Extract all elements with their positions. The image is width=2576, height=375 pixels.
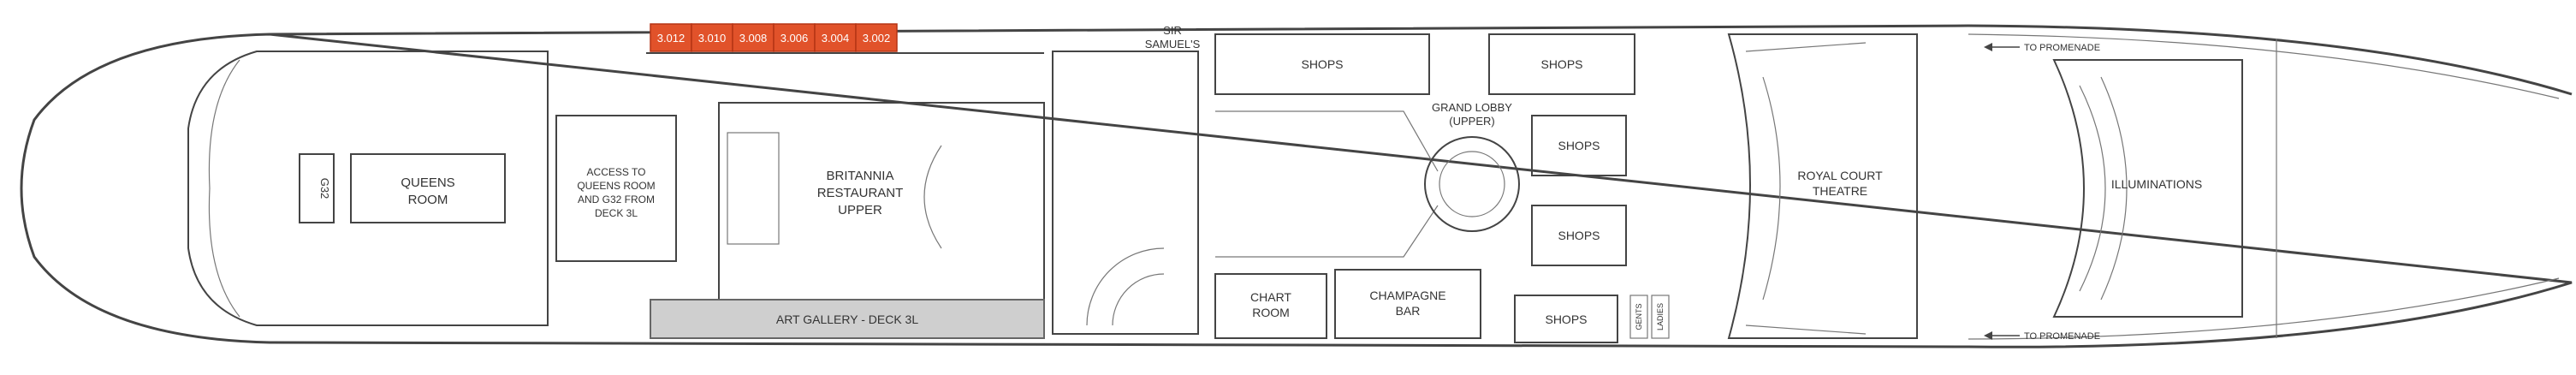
champagne-bar [1334, 269, 1481, 339]
chart-room-label-1: CHART [1250, 290, 1291, 304]
grand-lobby-inner [1439, 151, 1505, 217]
cabin-number-label: 3.012 [657, 32, 686, 45]
ladies-room [1651, 295, 1670, 339]
champagne-bar-label-1: CHAMPAGNE [1369, 289, 1445, 302]
cabin-3.012[interactable] [650, 23, 692, 52]
shops-5 [1514, 295, 1618, 343]
grand-lobby-ring [1424, 136, 1520, 232]
shops-4-label: SHOPS [1558, 229, 1600, 242]
royal-court-label-2: THEATRE [1813, 184, 1867, 198]
to-promenade-bottom-label: TO PROMENADE [2024, 331, 2100, 342]
britannia-stair [727, 132, 780, 245]
gents-label: GENTS [1635, 303, 1643, 330]
art-gallery-label: ART GALLERY - DECK 3L [776, 312, 918, 326]
access-area [555, 115, 677, 262]
cabin-3.010[interactable] [691, 23, 733, 52]
access-label-3: AND G32 FROM [578, 193, 655, 205]
illuminations [2052, 59, 2243, 318]
cabin-3.002[interactable] [855, 23, 898, 52]
cabin-number-label: 3.008 [739, 32, 768, 45]
promenade-right [1215, 205, 1439, 258]
cabin-row: 3.012 3.010 3.008 3.006 3.004 3.002 [650, 23, 898, 52]
britannia-curve [923, 145, 942, 249]
cabin-3.004[interactable] [814, 23, 857, 52]
bow-seating-curve [208, 59, 240, 318]
sir-samuels-label-2: SAMUEL'S [1145, 38, 1201, 51]
spiral-stair-inner [1112, 273, 1165, 326]
g32-label: G32 [318, 178, 331, 199]
illuminations-label: ILLUMINATIONS [2111, 177, 2202, 191]
access-label-1: ACCESS TO [587, 166, 646, 178]
ladies-label: LADIES [1656, 303, 1665, 330]
bow-lounge-outline [187, 51, 549, 326]
britannia-label-2: RESTAURANT [817, 186, 904, 200]
shops-1-label: SHOPS [1301, 57, 1343, 71]
art-gallery [650, 299, 1045, 339]
shops-4 [1531, 205, 1627, 266]
shops-2 [1488, 33, 1635, 95]
spiral-stair [1086, 247, 1165, 326]
hull-outline [20, 24, 2573, 348]
grand-lobby-label-2: (UPPER) [1449, 115, 1494, 128]
queens-room-label-2: ROOM [408, 193, 448, 207]
shops-3-label: SHOPS [1558, 139, 1600, 152]
gents-room [1629, 295, 1648, 339]
cabin-number-label: 3.002 [863, 32, 891, 45]
to-promenade-bottom-arrowhead [1984, 331, 1992, 340]
cabin-number-label: 3.010 [698, 32, 727, 45]
chart-room [1214, 273, 1327, 339]
midship-stair-core [1052, 51, 1199, 335]
g32-room [299, 153, 335, 223]
cabin-number-label: 3.004 [822, 32, 850, 45]
britannia-label-3: UPPER [838, 203, 882, 217]
promenade-left [1215, 110, 1439, 172]
chart-room-label-2: ROOM [1252, 306, 1290, 319]
shops-3 [1531, 115, 1627, 176]
illuminations-seating [2079, 76, 2128, 301]
royal-court-seating [1745, 42, 1867, 335]
shops-1 [1214, 33, 1430, 95]
cabin-3.008[interactable] [732, 23, 775, 52]
queens-room [350, 153, 506, 223]
cabin-3.006[interactable] [773, 23, 816, 52]
shops-5-label: SHOPS [1545, 312, 1587, 326]
queens-room-label-1: QUEENS [401, 176, 454, 190]
britannia-label-1: BRITANNIA [827, 169, 894, 183]
to-promenade-top-arrowhead [1984, 43, 1992, 51]
champagne-bar-label-2: BAR [1396, 304, 1421, 318]
grand-lobby-label-1: GRAND LOBBY [1432, 101, 1512, 114]
sir-samuels-label-1: SIR [1163, 24, 1182, 37]
royal-court-label-1: ROYAL COURT [1797, 169, 1883, 182]
to-promenade-top-label: TO PROMENADE [2024, 43, 2100, 53]
access-label-2: QUEENS ROOM [577, 180, 655, 192]
hull-inner-line [1968, 33, 2560, 340]
royal-court-theatre [1727, 33, 1918, 339]
access-label-4: DECK 3L [595, 207, 638, 219]
cabin-number-label: 3.006 [781, 32, 809, 45]
shops-2-label: SHOPS [1540, 57, 1582, 71]
